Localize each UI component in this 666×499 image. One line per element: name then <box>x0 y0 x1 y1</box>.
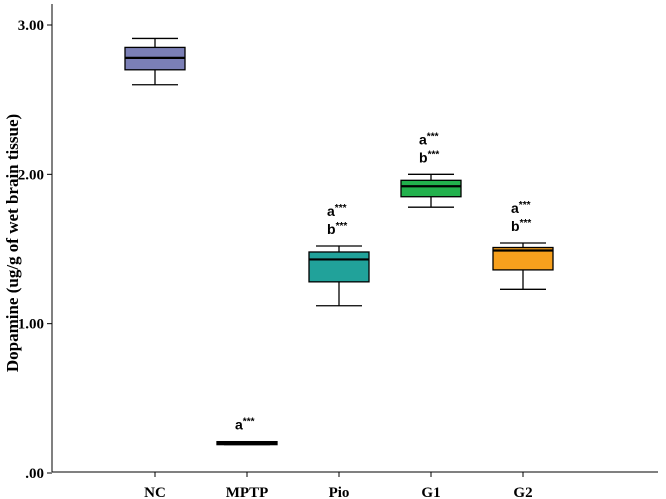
iqr-box <box>308 251 370 283</box>
x-tick-label: Pio <box>329 485 350 499</box>
x-tick-label: MPTP <box>226 485 269 499</box>
box-pio <box>308 245 370 307</box>
significance-annotation: a*** <box>419 131 439 147</box>
x-tick-label: G1 <box>421 485 440 499</box>
box-g1 <box>400 173 462 208</box>
significance-annotation: b*** <box>327 221 347 237</box>
y-axis-title: Dopamine (ug/g of wet brain tissue) <box>3 114 22 372</box>
significance-annotation: b*** <box>419 149 439 165</box>
significance-annotation: a*** <box>511 200 531 216</box>
significance-annotation: b*** <box>511 218 531 234</box>
significance-annotation: a*** <box>327 203 347 219</box>
y-tick-label: 3.00 <box>18 18 44 34</box>
iqr-box <box>400 179 462 198</box>
y-tick-label: .00 <box>25 466 44 482</box>
significance-annotation: a*** <box>235 417 255 433</box>
box-mptp <box>216 440 278 446</box>
box-nc <box>124 37 186 86</box>
iqr-box <box>492 246 554 271</box>
box-series <box>124 37 554 446</box>
y-tick-label: 1.00 <box>18 317 44 333</box>
y-tick-label: 2.00 <box>18 167 44 183</box>
x-tick-label: G2 <box>513 485 532 499</box>
axes <box>47 4 658 477</box>
box-g2 <box>492 242 554 290</box>
x-tick-label: NC <box>144 485 166 499</box>
